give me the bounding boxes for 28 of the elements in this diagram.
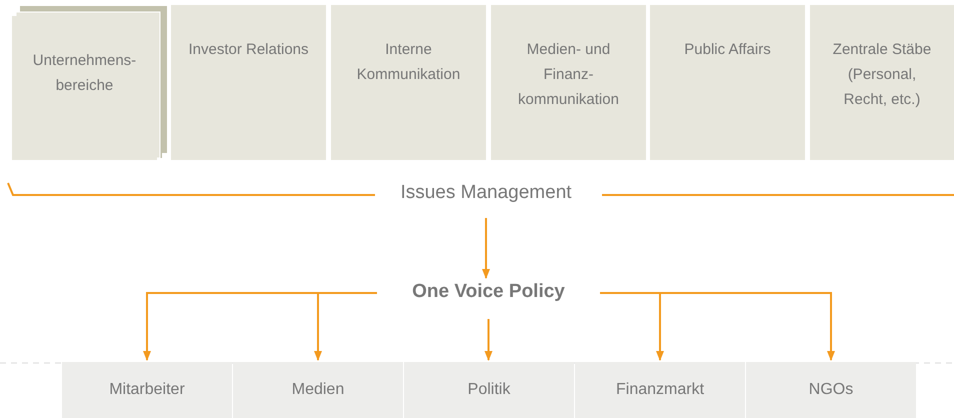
box-label: Mitarbeiter	[109, 381, 185, 399]
box-label: Public Affairs	[684, 41, 771, 58]
department-box	[650, 5, 805, 160]
arrow	[484, 319, 492, 361]
arrow	[482, 218, 490, 279]
box-label: Interne Kommunikation	[356, 41, 460, 83]
policy-heading: One Voice Policy	[377, 280, 600, 306]
stakeholder-box	[746, 362, 916, 418]
box-label: NGOs	[808, 381, 854, 399]
arrow	[600, 292, 835, 361]
box-label: Medien	[292, 381, 344, 399]
box-label: Medien- und Finanz- kommunikation	[518, 41, 619, 108]
department-box	[491, 5, 646, 160]
department-box	[331, 5, 486, 160]
stakeholder-box	[575, 362, 745, 418]
department-box	[12, 16, 157, 160]
process-label: Issues Management	[386, 181, 586, 205]
department-box	[171, 5, 326, 160]
stakeholder-box	[62, 362, 232, 418]
department-box	[810, 5, 954, 160]
box-label: Zentrale Stäbe (Personal, Recht, etc.)	[832, 41, 932, 108]
box-label: Unternehmens- bereiche	[32, 52, 136, 94]
arrow	[314, 292, 377, 361]
box-label: Politik	[468, 381, 510, 399]
box-label: Investor Relations	[188, 41, 309, 58]
stakeholder-box	[404, 362, 574, 418]
stakeholder-box	[233, 362, 403, 418]
box-label: Finanzmarkt	[616, 381, 704, 399]
